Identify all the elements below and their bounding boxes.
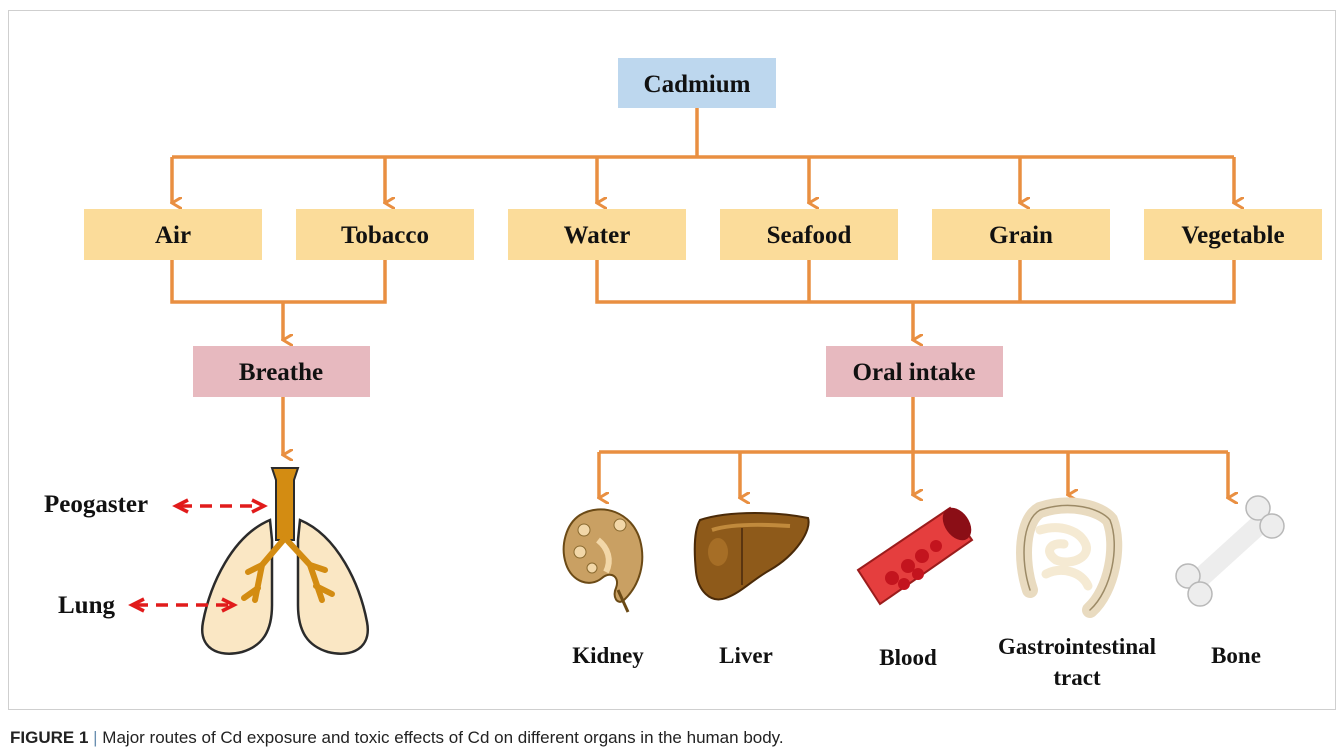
caption-separator: | bbox=[93, 728, 97, 747]
source-box-tobacco: Tobacco bbox=[296, 209, 474, 260]
breathe-label: Breathe bbox=[239, 359, 323, 386]
source-box-seafood: Seafood bbox=[720, 209, 898, 260]
organ-label-bone: Bone bbox=[1211, 643, 1261, 668]
source-label-tobacco: Tobacco bbox=[341, 222, 429, 249]
source-label-seafood: Seafood bbox=[767, 222, 852, 249]
connector-lines bbox=[172, 108, 1234, 498]
bone-icon bbox=[1176, 496, 1284, 606]
organ-label-kidney: Kidney bbox=[572, 643, 644, 668]
blood-vessel-icon bbox=[858, 502, 977, 604]
organ-label-tract: tract bbox=[1053, 665, 1101, 690]
oral-intake-label: Oral intake bbox=[853, 359, 976, 386]
source-label-water: Water bbox=[564, 222, 631, 249]
lung-label: Lung bbox=[58, 592, 115, 619]
kidney-icon bbox=[564, 509, 643, 612]
source-box-grain: Grain bbox=[932, 209, 1110, 260]
source-label-grain: Grain bbox=[989, 222, 1053, 249]
figure-caption: FIGURE 1 | Major routes of Cd exposure a… bbox=[10, 728, 784, 748]
lungs-icon bbox=[202, 468, 368, 654]
breathe-box: Breathe bbox=[193, 346, 370, 397]
source-box-vegetable: Vegetable bbox=[1144, 209, 1322, 260]
peogaster-dashed-arrow bbox=[176, 500, 264, 512]
source-box-water: Water bbox=[508, 209, 686, 260]
organ-label-blood: Blood bbox=[879, 645, 937, 670]
cadmium-exposure-diagram: Cadmium Air Tobacco Water Seafood Grain … bbox=[0, 0, 1344, 720]
caption-text: Major routes of Cd exposure and toxic ef… bbox=[102, 728, 783, 747]
liver-icon bbox=[695, 513, 809, 599]
peogaster-label: Peogaster bbox=[44, 491, 148, 518]
source-box-air: Air bbox=[84, 209, 262, 260]
cadmium-label: Cadmium bbox=[644, 71, 751, 98]
caption-figure-number: FIGURE 1 bbox=[10, 728, 88, 747]
oral-intake-box: Oral intake bbox=[826, 346, 1003, 397]
organ-label-gastrointestinal: Gastrointestinal bbox=[998, 634, 1156, 659]
source-label-air: Air bbox=[155, 222, 191, 249]
cadmium-box: Cadmium bbox=[618, 58, 776, 108]
source-label-vegetable: Vegetable bbox=[1181, 222, 1284, 249]
organ-label-liver: Liver bbox=[719, 643, 773, 668]
intestine-icon bbox=[1024, 505, 1114, 610]
